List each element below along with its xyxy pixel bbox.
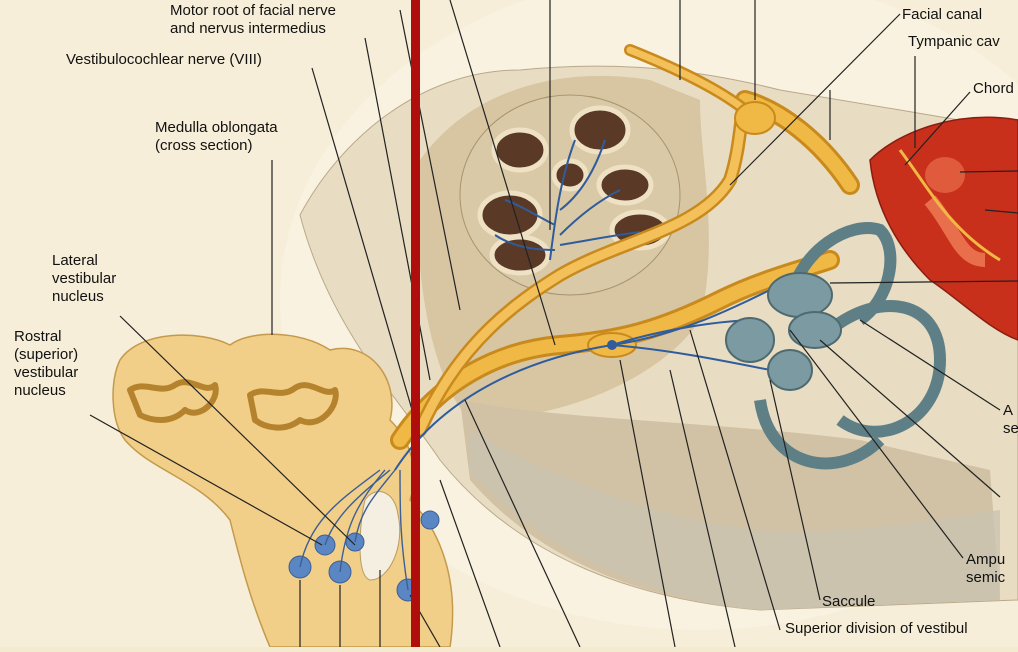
label-medulla-oblongata: Medulla oblongata (cross section)	[155, 119, 278, 155]
label-motor-root: Motor root of facial nerve and nervus in…	[170, 2, 336, 38]
label-superior-division: Superior division of vestibul	[785, 620, 968, 638]
label-chorda: Chord	[973, 80, 1014, 98]
label-ampulla: Ampu semic	[966, 551, 1005, 587]
label-lateral-vestibular-nucleus: Lateral vestibular nucleus	[52, 252, 116, 306]
label-facial-canal: Facial canal	[902, 6, 982, 24]
label-tympanic-cavity: Tympanic cav	[908, 33, 1000, 51]
label-rostral-vestibular-nucleus: Rostral (superior) vestibular nucleus	[14, 328, 78, 400]
label-saccule: Saccule	[822, 593, 875, 611]
red-divider-bar	[411, 0, 420, 647]
label-a-se: A se	[1003, 402, 1018, 438]
label-vestibulocochlear-nerve: Vestibulocochlear nerve (VIII)	[66, 51, 262, 69]
